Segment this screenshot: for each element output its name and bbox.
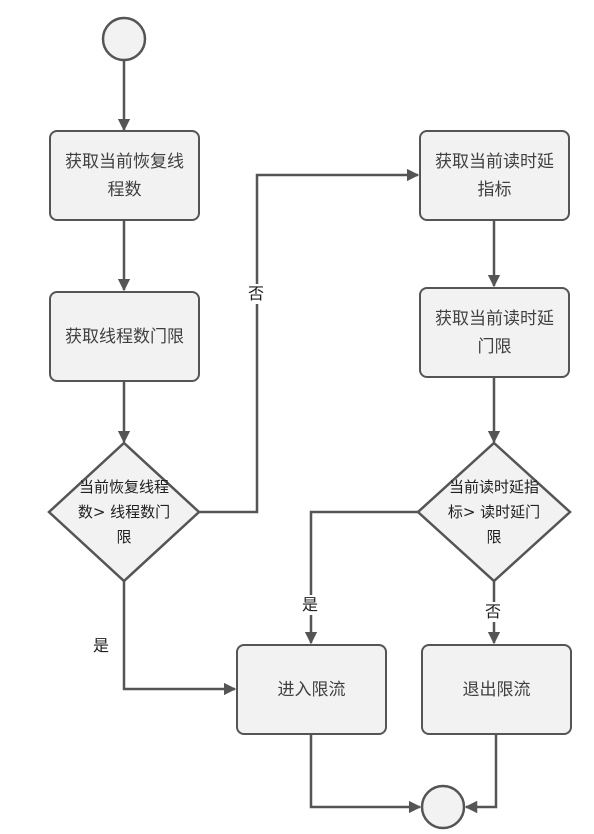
end-node bbox=[420, 784, 466, 830]
edge-decision-threads-yes bbox=[122, 581, 237, 696]
decision-threads-label: 当前恢复线程数> 线程数门限 bbox=[74, 472, 174, 552]
node-get-thread-limit: 获取线程数门限 bbox=[49, 291, 200, 382]
node-get-recovery-threads: 获取当前恢复线程数 bbox=[49, 130, 200, 221]
node-get-latency-limit: 获取当前读时延门限 bbox=[419, 287, 570, 378]
edge-exit-to-end bbox=[464, 735, 498, 814]
edge-label-latency-no: 否 bbox=[484, 602, 503, 622]
edge-label-threads-no: 否 bbox=[247, 284, 266, 304]
node-get-latency-limit-label: 获取当前读时延门限 bbox=[435, 308, 554, 357]
decision-latency-label: 当前读时延指标> 读时延门限 bbox=[444, 472, 544, 552]
node-enter-rate-limit-label: 进入限流 bbox=[277, 679, 346, 700]
node-get-thread-limit-label: 获取线程数门限 bbox=[65, 326, 184, 347]
node-exit-rate-limit: 退出限流 bbox=[421, 644, 572, 735]
edge-decision-latency-yes bbox=[304, 510, 418, 645]
node-get-read-latency: 获取当前读时延指标 bbox=[419, 130, 570, 221]
node-enter-rate-limit: 进入限流 bbox=[236, 644, 387, 735]
edge-label-latency-yes: 是 bbox=[301, 595, 320, 615]
edge-enter-to-end bbox=[309, 735, 422, 814]
start-node bbox=[101, 16, 147, 62]
decision-threads-text: 当前恢复线程数> 线程数门限 bbox=[77, 477, 171, 546]
edge-decision-threads-no bbox=[199, 168, 420, 514]
node-exit-rate-limit-label: 退出限流 bbox=[462, 679, 531, 700]
edge-label-threads-yes: 是 bbox=[92, 636, 111, 656]
node-get-read-latency-label: 获取当前读时延指标 bbox=[435, 151, 554, 200]
node-get-recovery-threads-label: 获取当前恢复线程数 bbox=[65, 151, 184, 200]
decision-latency-text: 当前读时延指标> 读时延门限 bbox=[447, 477, 541, 546]
